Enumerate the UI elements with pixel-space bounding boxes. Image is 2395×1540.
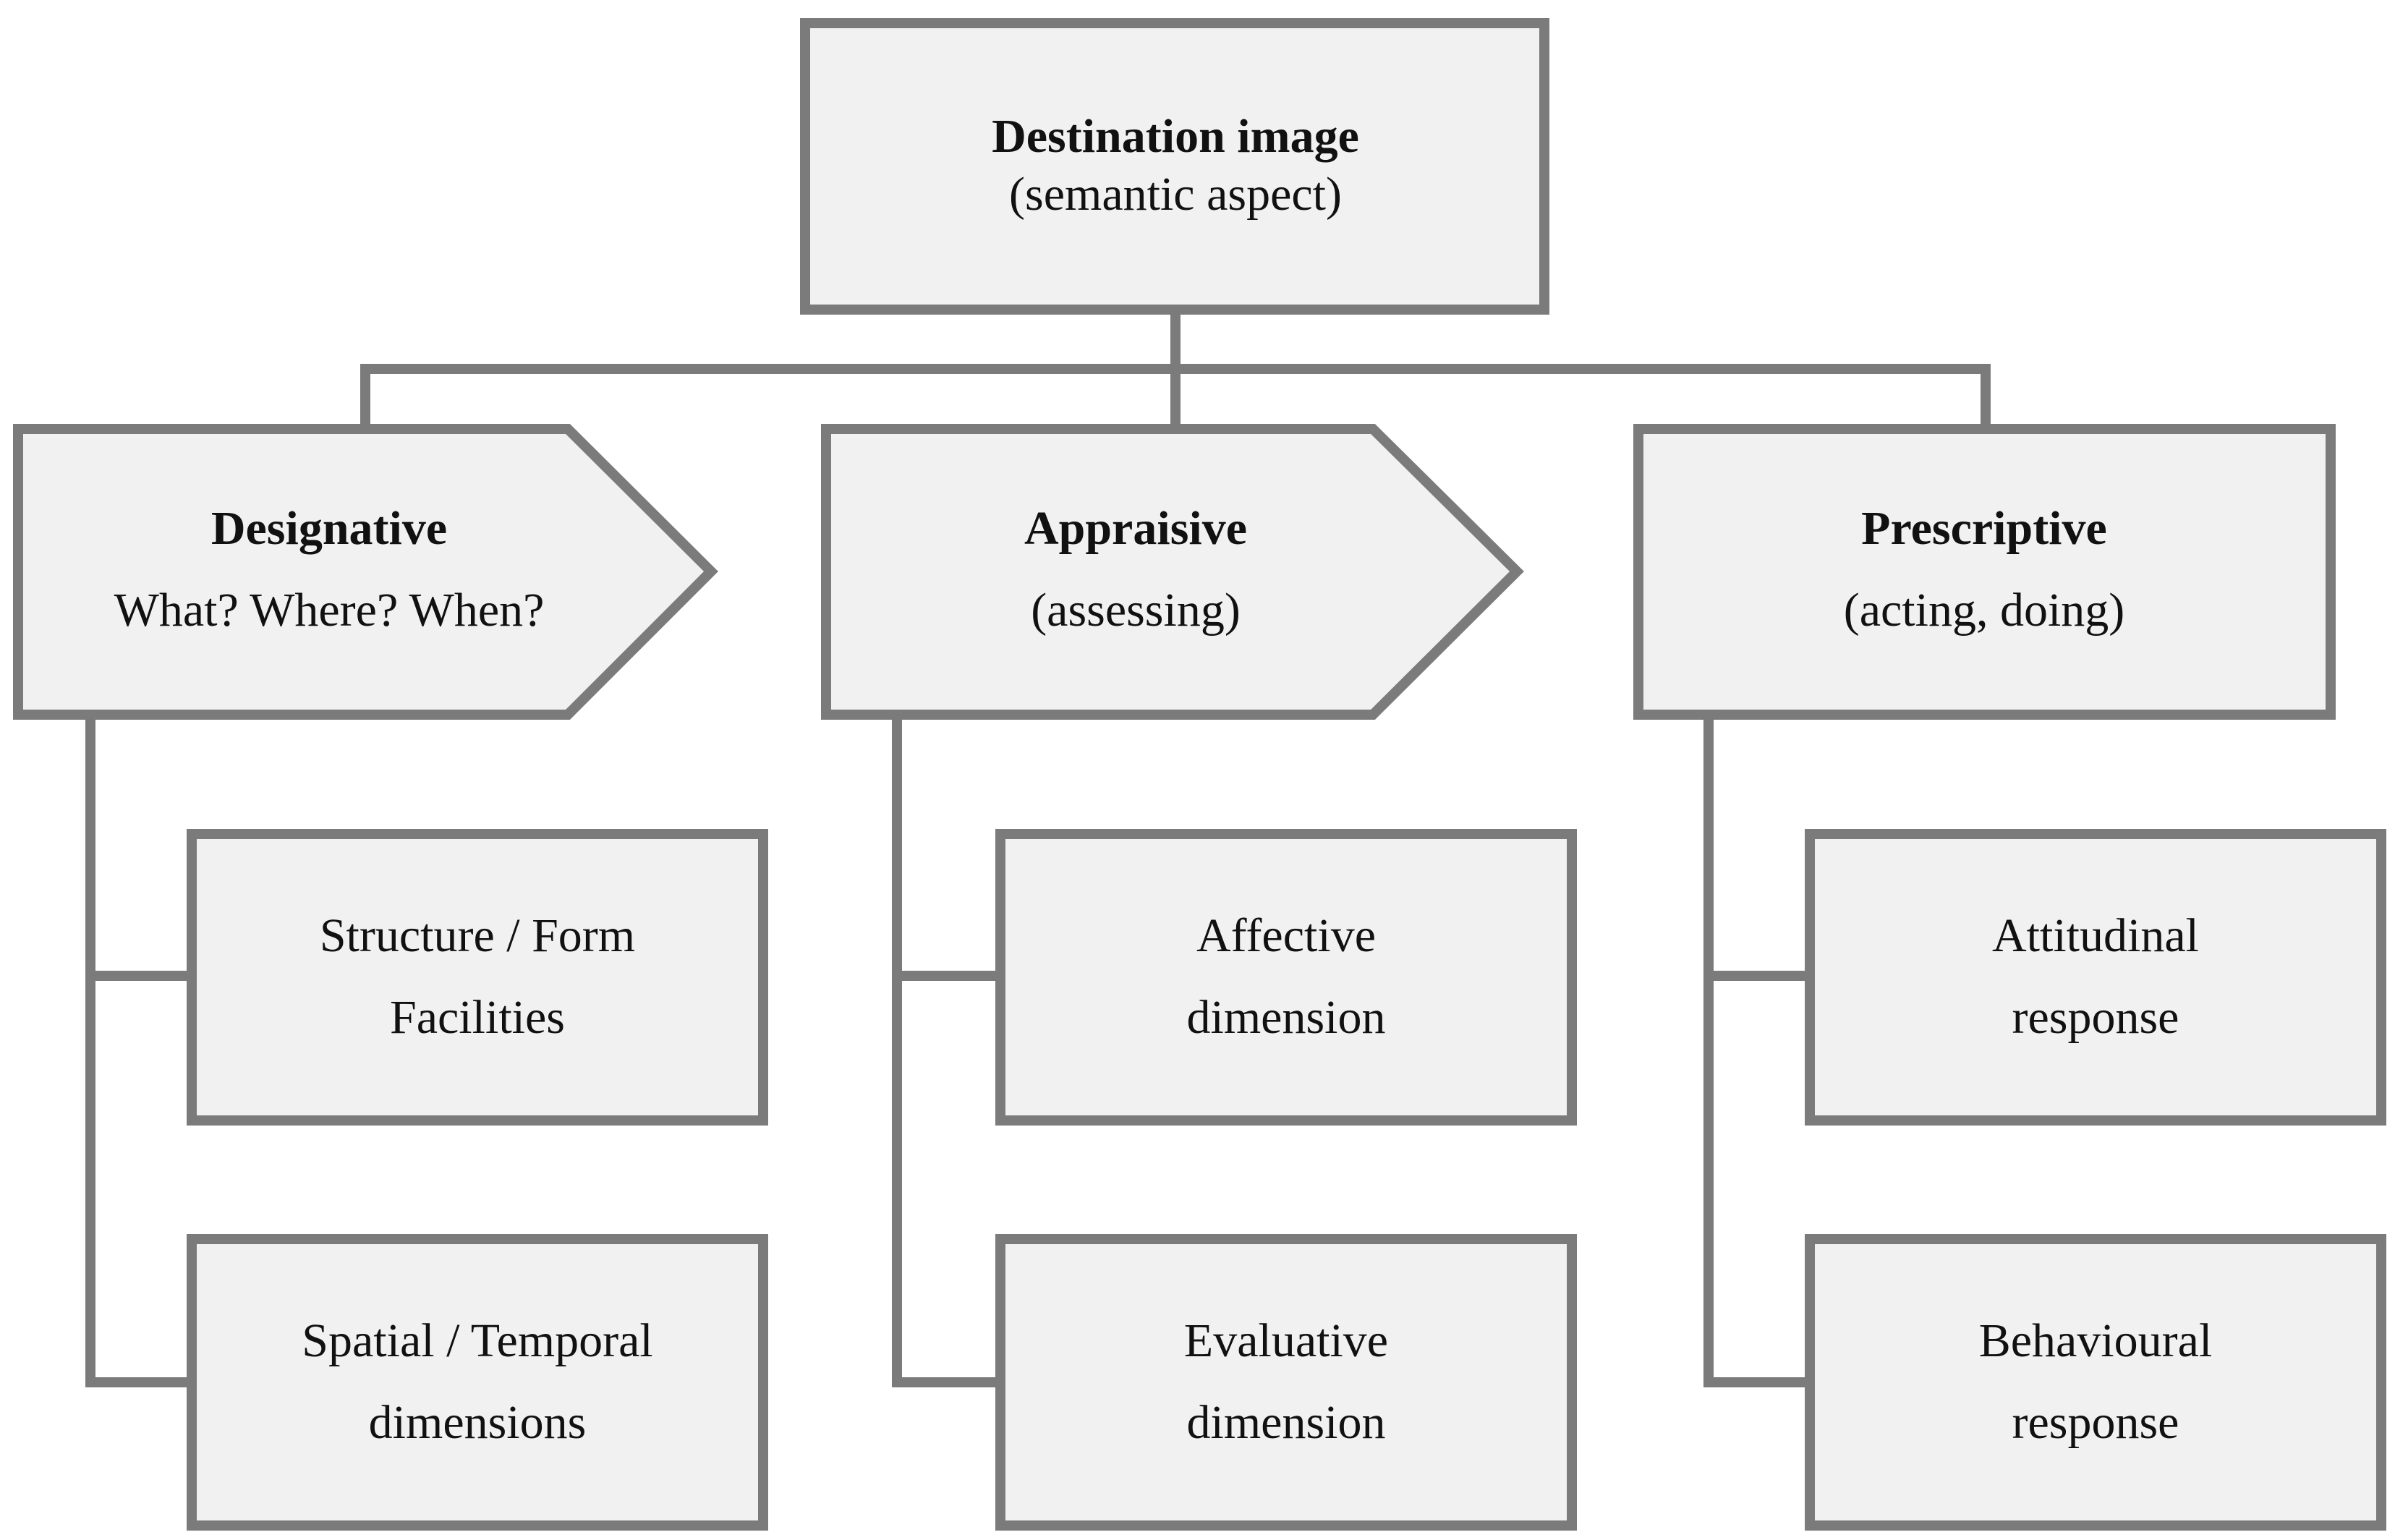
child-line-1: Attitudinal bbox=[1992, 909, 2199, 962]
prescriptive-subtitle: (acting, doing) bbox=[1844, 584, 2125, 637]
designative-arrow-box bbox=[13, 424, 718, 720]
child-line-1: Structure / Form bbox=[320, 909, 635, 962]
prescriptive-box bbox=[1633, 424, 2336, 720]
appraisive-arrow-box bbox=[821, 424, 1524, 720]
child-line-2: dimension bbox=[1187, 991, 1386, 1044]
prescriptive-child-attitudinal: Attitudinal response bbox=[1805, 829, 2386, 1126]
category-prescriptive: Prescriptive (acting, doing) bbox=[1633, 424, 2336, 720]
child-line-1: Affective bbox=[1196, 909, 1376, 962]
prescriptive-child-behavioural: Behavioural response bbox=[1805, 1234, 2386, 1531]
prescriptive-title: Prescriptive bbox=[1861, 502, 2107, 555]
appraisive-child-evaluative: Evaluative dimension bbox=[995, 1234, 1577, 1531]
appraisive-subtitle: (assessing) bbox=[1031, 584, 1241, 637]
child-line-2: dimensions bbox=[369, 1396, 587, 1449]
child-line-1: Evaluative bbox=[1184, 1314, 1388, 1367]
designative-title: Designative bbox=[211, 502, 447, 555]
child-line-2: response bbox=[2012, 991, 2179, 1044]
connectors bbox=[85, 307, 1991, 1387]
category-designative: Designative What? Where? When? bbox=[13, 424, 718, 720]
child-line-1: Spatial / Temporal bbox=[302, 1314, 652, 1367]
child-line-2: response bbox=[2012, 1396, 2179, 1449]
child-box bbox=[187, 1234, 768, 1531]
appraisive-title: Appraisive bbox=[1024, 502, 1247, 555]
child-box bbox=[995, 1234, 1577, 1531]
category-appraisive: Appraisive (assessing) bbox=[821, 424, 1524, 720]
designative-child-spatial: Spatial / Temporal dimensions bbox=[187, 1234, 768, 1531]
root-node: Destination image (semantic aspect) bbox=[800, 18, 1549, 315]
child-line-1: Behavioural bbox=[1979, 1314, 2213, 1367]
designative-subtitle: What? Where? When? bbox=[114, 584, 545, 637]
designative-child-structure: Structure / Form Facilities bbox=[187, 829, 768, 1126]
child-line-2: dimension bbox=[1187, 1396, 1386, 1449]
child-box bbox=[995, 829, 1577, 1126]
appraisive-child-affective: Affective dimension bbox=[995, 829, 1577, 1126]
root-title: Destination image bbox=[992, 110, 1359, 163]
child-box bbox=[187, 829, 768, 1126]
root-box bbox=[800, 18, 1549, 315]
child-box bbox=[1805, 1234, 2386, 1531]
child-box bbox=[1805, 829, 2386, 1126]
child-line-2: Facilities bbox=[390, 991, 565, 1044]
root-subtitle: (semantic aspect) bbox=[1009, 168, 1342, 221]
